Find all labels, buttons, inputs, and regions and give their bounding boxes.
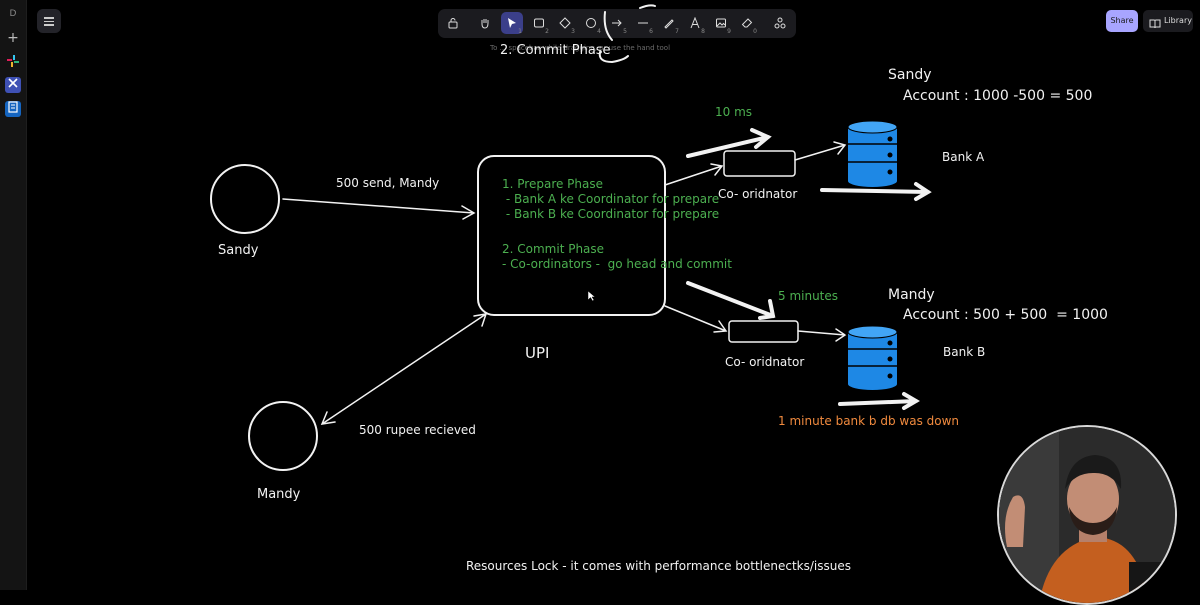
- diamond-icon[interactable]: 3: [554, 12, 576, 35]
- share-button[interactable]: Share: [1106, 10, 1138, 32]
- draw-icon[interactable]: 7: [658, 12, 680, 35]
- arrow-icon[interactable]: 5: [606, 12, 628, 35]
- bank-a-label: Bank A: [942, 150, 985, 164]
- upi-line: 1. Prepare Phase: [502, 177, 604, 191]
- mandy-label: Mandy: [257, 487, 301, 502]
- book-icon: [1149, 16, 1161, 38]
- mandy-account-name: Mandy: [888, 287, 935, 303]
- presenter-video: [999, 427, 1175, 603]
- os-sidebar: D +: [0, 0, 27, 590]
- text-icon[interactable]: 8: [684, 12, 706, 35]
- sidebar-letter: D: [9, 9, 17, 19]
- tools-toolbar: 1 2 3 4 5 6 7 8 9 0: [438, 9, 796, 38]
- upi-line: - Bank B ke Coordinator for prepare: [502, 207, 720, 221]
- top-clipped-text: 2. Commit Phase: [500, 43, 611, 58]
- upi-label: UPI: [525, 344, 550, 362]
- selection-icon[interactable]: 1: [501, 12, 523, 35]
- lock-icon[interactable]: [442, 12, 464, 34]
- more-tools-icon[interactable]: [769, 12, 791, 34]
- eraser-icon[interactable]: 0: [736, 12, 758, 35]
- line-icon[interactable]: 6: [638, 22, 653, 35]
- main-menu-button[interactable]: [37, 9, 61, 33]
- upi-line: - Bank A ke Coordinator for prepare: [502, 192, 720, 206]
- sandy-account-text: Account : 1000 -500 = 500: [903, 88, 1093, 104]
- library-button[interactable]: Library: [1143, 10, 1193, 32]
- rectangle-icon[interactable]: 2: [528, 12, 550, 35]
- latency-b-label: 5 minutes: [778, 289, 839, 303]
- bank-b-down-label: 1 minute bank b db was down: [778, 414, 960, 428]
- slack-icon[interactable]: [5, 54, 21, 70]
- toolbar-hint: To ... spacebar while dragging, or use t…: [490, 44, 671, 52]
- coordinator-b-label: Co- oridnator: [725, 355, 805, 369]
- mandy-account-text: Account : 500 + 500 = 1000: [903, 307, 1108, 323]
- webcam-overlay: [997, 425, 1177, 605]
- docs-app-icon[interactable]: [5, 101, 21, 117]
- ellipse-icon[interactable]: 4: [580, 12, 602, 35]
- sandy-label: Sandy: [218, 243, 259, 258]
- received-label: 500 rupee recieved: [359, 423, 476, 437]
- send-label: 500 send, Mandy: [336, 176, 440, 190]
- bank-b-label: Bank B: [943, 345, 986, 359]
- excalidraw-app-icon[interactable]: [5, 77, 21, 93]
- add-icon[interactable]: +: [7, 30, 19, 46]
- library-label: Library: [1164, 16, 1192, 25]
- footer-note: Resources Lock - it comes with performan…: [466, 559, 851, 573]
- upi-line: 2. Commit Phase: [502, 242, 605, 256]
- image-icon[interactable]: 9: [710, 12, 732, 35]
- coordinator-a-label: Co- oridnator: [718, 187, 798, 201]
- latency-a-label: 10 ms: [715, 105, 753, 119]
- sandy-account-name: Sandy: [888, 67, 932, 83]
- hand-icon[interactable]: [474, 12, 496, 34]
- upi-line: - Co-ordinators - go head and commit: [502, 257, 732, 271]
